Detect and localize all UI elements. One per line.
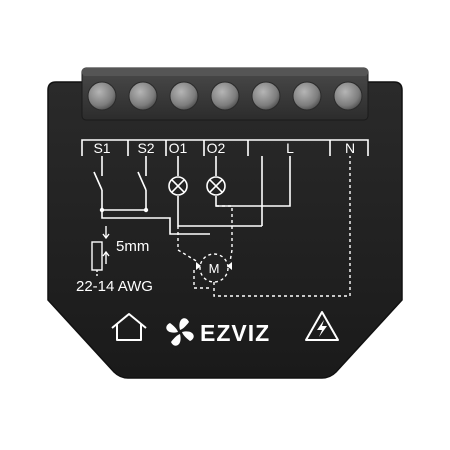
terminal-screw: [251, 81, 281, 111]
terminal-screw: [210, 81, 240, 111]
motor-wiring: [177, 156, 351, 297]
terminal-screw: [169, 81, 199, 111]
terminal-label-s1: S1: [93, 140, 110, 156]
terminal-screw: [128, 81, 158, 111]
terminal-screw: [333, 81, 363, 111]
motor-icon: M: [196, 253, 232, 283]
terminal-screw: [87, 81, 117, 111]
lamp-icon: [168, 176, 188, 196]
module-body: [47, 81, 403, 379]
terminal-labels: S1 S2 O1 O2 L N: [93, 140, 355, 156]
terminal-label-o2: O2: [207, 140, 226, 156]
wire-gauge-text: 22-14 AWG: [76, 278, 153, 295]
terminal-label-o1: O1: [169, 140, 188, 156]
wiring-diagram: [81, 139, 369, 235]
strip-length-text: 5mm: [116, 238, 149, 255]
brand-wordmark: EZVIZ: [200, 320, 270, 346]
terminal-screws: [87, 81, 363, 111]
ezviz-fan-logo-icon: [166, 318, 194, 346]
terminal-label-n: N: [345, 140, 355, 156]
terminal-label-l: L: [286, 140, 294, 156]
switch-icon: [93, 171, 103, 191]
terminal-label-s2: S2: [137, 140, 154, 156]
motor-label: M: [209, 261, 220, 276]
terminal-screw: [292, 81, 322, 111]
home-icon: [111, 313, 147, 341]
strip-length-indicator: [91, 226, 110, 276]
switch-icon: [137, 171, 147, 191]
lamp-icon: [206, 176, 226, 196]
high-voltage-warning-icon: [305, 311, 339, 341]
